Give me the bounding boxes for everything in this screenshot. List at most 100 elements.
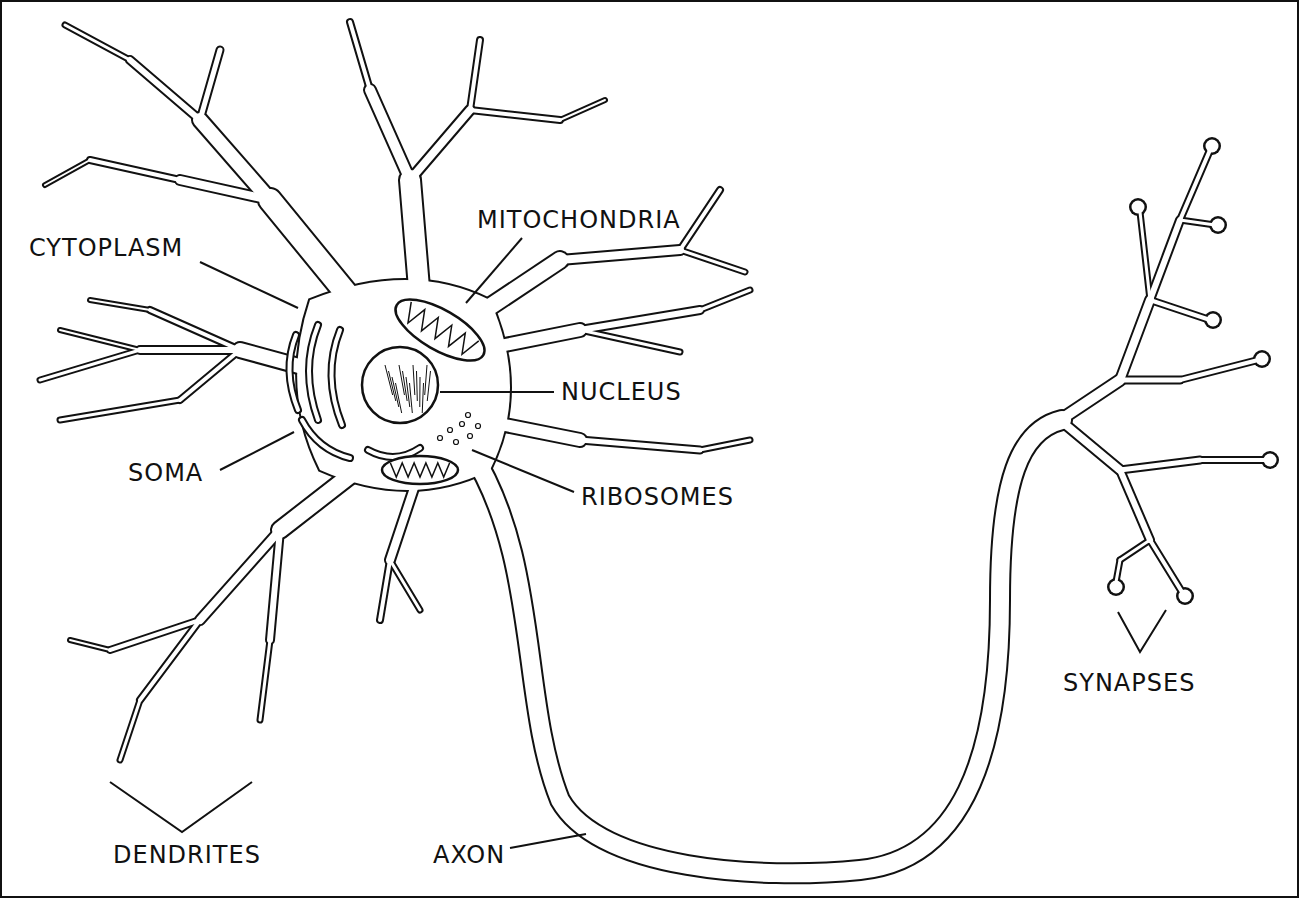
leader-line [220, 432, 294, 470]
soma [297, 280, 510, 490]
terminal-outline [1107, 578, 1125, 596]
mitochondrion-membrane [382, 456, 458, 484]
synaptic-terminal [1256, 353, 1269, 366]
dendrite-outline [60, 330, 140, 350]
synaptic-terminal [1110, 581, 1123, 594]
terminal-outline [1204, 311, 1222, 329]
dendrite [1060, 380, 1120, 420]
dendrite [260, 640, 270, 720]
dendrite-outline [580, 330, 680, 352]
dendrite-outline [45, 160, 90, 185]
dendrite-outline [680, 250, 745, 272]
dendrite-outline [270, 530, 280, 640]
dendrite [580, 310, 700, 330]
dendrite-outline [1120, 300, 1150, 380]
dendrite [350, 22, 370, 90]
organelles [289, 288, 493, 484]
mitochondrion [387, 288, 494, 373]
dendrite-outline [370, 90, 410, 180]
dendrite-outline [1120, 376, 1180, 385]
dendrite-outline [390, 560, 420, 610]
leader-line [466, 238, 522, 303]
dendrite-outline [1120, 540, 1150, 560]
dendrite-outline [90, 160, 180, 180]
dendrite [1140, 212, 1150, 300]
part-label: DENDRITES [110, 840, 264, 870]
dendrite [390, 560, 420, 610]
part-label: SOMA [125, 458, 206, 488]
nucleus-texture [425, 365, 427, 395]
dendrite-outline [1200, 456, 1266, 464]
part-label: RIBOSOMES [578, 482, 737, 512]
dendrite-outline [150, 310, 240, 350]
dendrite-outline [560, 100, 605, 120]
dendrite [1180, 220, 1215, 225]
golgi [331, 330, 342, 425]
dendrite [90, 160, 180, 180]
dendrite [380, 560, 390, 620]
dendrite-outline [60, 400, 180, 420]
dendrite [1150, 540, 1182, 592]
ribosome [460, 422, 465, 427]
neuron-body [40, 22, 1277, 873]
dendrite [1200, 458, 1266, 462]
dendrite [180, 180, 270, 200]
dendrite [90, 300, 150, 310]
terminal-outline [1253, 350, 1271, 368]
dendrite [1180, 360, 1258, 380]
golgi-outline [289, 335, 298, 410]
leader-lines [110, 238, 1166, 848]
dendrite [45, 160, 90, 185]
dendrite-outline [90, 300, 150, 310]
nucleus-texture [406, 377, 410, 407]
neuron-outline [40, 22, 1279, 873]
golgi-outline [331, 330, 342, 425]
golgi [309, 325, 318, 420]
dendrite-outline [40, 350, 140, 380]
nucleus-texture [389, 371, 396, 401]
dendrite [370, 90, 410, 180]
dendrite [470, 110, 560, 120]
ribosome [468, 434, 473, 439]
dendrite [110, 620, 200, 650]
dendrite-outline [470, 110, 560, 120]
dendrite [180, 350, 240, 400]
mitochondrion-membrane [387, 288, 494, 373]
dendrite-outline [180, 350, 240, 400]
synaptic-terminal [1179, 590, 1192, 603]
leader-line [440, 391, 554, 393]
dendrite [1120, 378, 1180, 383]
cristae [390, 463, 449, 477]
bracket [1118, 610, 1166, 652]
mitochondrion [382, 456, 458, 484]
axon-outline [470, 420, 1062, 873]
dendrite [700, 290, 750, 310]
dendrite-outline [1060, 420, 1120, 470]
dendrite-outline [580, 440, 700, 450]
dendrite [1116, 560, 1120, 582]
ribosome [448, 428, 453, 433]
golgi [302, 420, 350, 458]
synaptic-terminal [1206, 140, 1219, 153]
dendrite-outline [1150, 220, 1180, 300]
dendrite-outline [200, 530, 280, 620]
nucleus-texture [413, 365, 415, 395]
dendrite-outline [1120, 460, 1200, 470]
part-label: SYNAPSES [1060, 668, 1198, 698]
dendrite [40, 350, 140, 380]
dendrite-outline [1150, 540, 1182, 592]
dendrite-outline [1150, 300, 1210, 320]
nucleus-texture [422, 383, 423, 413]
synaptic-terminal [1207, 314, 1220, 327]
terminal-outline [1129, 198, 1147, 216]
dendrite-outline [65, 25, 130, 60]
part-label: NUCLEUS [558, 377, 685, 407]
leader-line [472, 450, 574, 492]
terminal-outline [1209, 216, 1227, 234]
nucleus [362, 347, 438, 423]
dendrite-outline [1140, 212, 1150, 300]
synaptic-terminal [1132, 201, 1145, 214]
synaptic-terminal [1264, 454, 1277, 467]
